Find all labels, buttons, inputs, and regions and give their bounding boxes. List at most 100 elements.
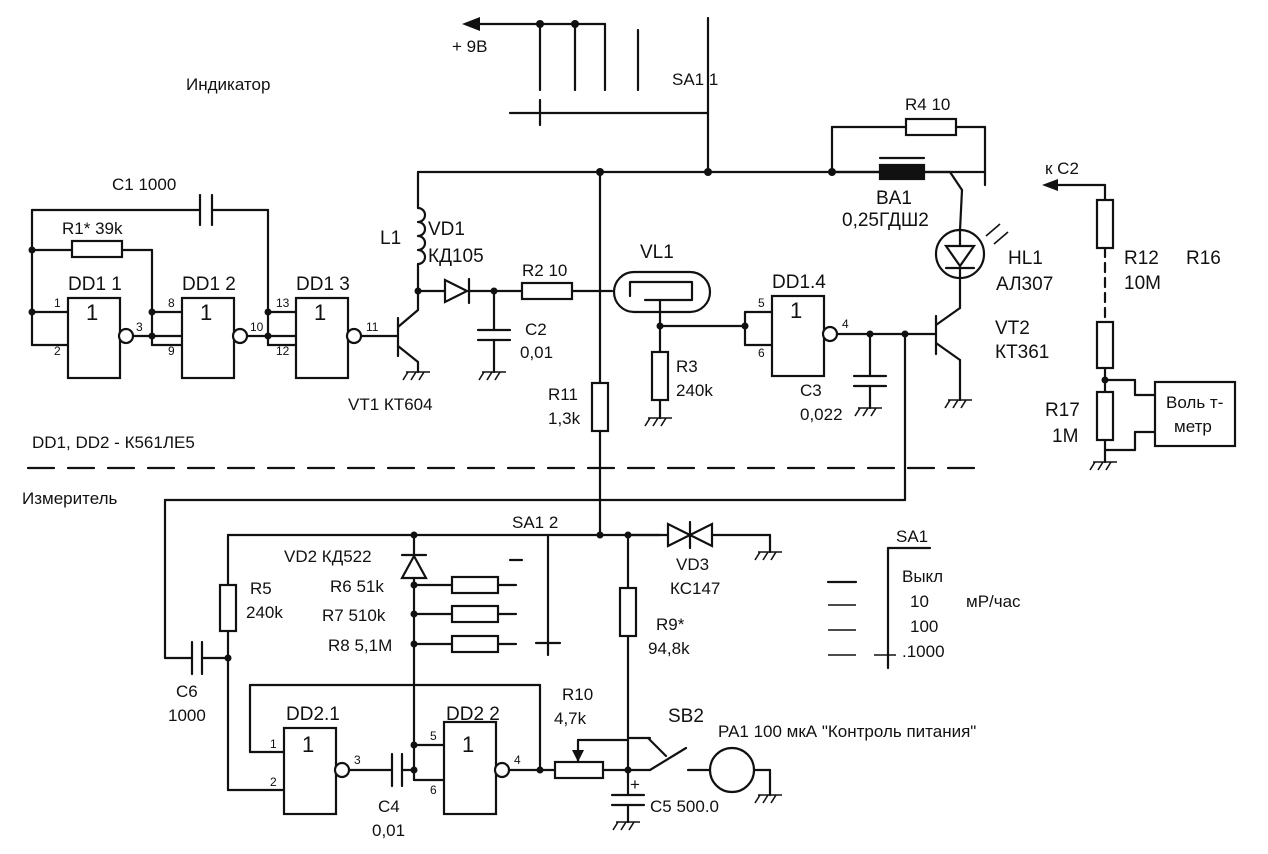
sa1-2-label: SA1 2 [512, 513, 558, 532]
dd1-3-gate-symbol: 1 [314, 300, 326, 325]
dd1-4-label: DD1.4 [772, 272, 826, 293]
vt1-label: VT1 КТ604 [348, 395, 433, 414]
vt1-converter [396, 170, 614, 381]
vd1-label: VD1 [428, 219, 465, 240]
dd1-3-label: DD1 3 [296, 274, 350, 295]
r12-value-label: 10M [1124, 273, 1161, 294]
dd1-1-label: DD1 1 [68, 274, 122, 295]
r1-label: R1* 39k [62, 219, 123, 238]
pin-label: 13 [276, 296, 290, 310]
pin-label: 6 [758, 346, 765, 360]
voltmeter-label-line1: Воль т- [1166, 393, 1223, 412]
sb2-label: SB2 [668, 706, 704, 727]
vl1-label: VL1 [640, 242, 674, 263]
pin-label: 10 [250, 320, 264, 334]
r17-label: R17 [1045, 400, 1080, 421]
c4-label: C4 [378, 797, 400, 816]
hl1-label: HL1 [1008, 248, 1043, 269]
dd1-4-driver [163, 276, 972, 502]
pin-label: 2 [54, 344, 61, 358]
c3-label: C3 [800, 381, 822, 400]
r3-value-label: 240k [676, 381, 713, 400]
vd3-type-label: КС147 [670, 579, 720, 598]
c6-label: C6 [176, 682, 198, 701]
sa1-100-label: 100 [910, 617, 938, 636]
pin-label: 2 [270, 775, 277, 789]
vd2-label: VD2 КД522 [284, 547, 372, 566]
c6-value-label: 1000 [168, 706, 206, 725]
pin-label: 6 [430, 783, 437, 797]
r8-label: R8 5,1M [328, 636, 392, 655]
c1-label: C1 1000 [112, 175, 176, 194]
pa1-label: PA1 100 мкА "Контроль питания" [718, 722, 976, 741]
plus-9v-label: + 9В [452, 37, 487, 56]
sa1-legend [826, 546, 932, 670]
pin-label: 1 [54, 296, 61, 310]
dd2-2-label: DD2 2 [446, 704, 500, 725]
r12-label: R12 [1124, 248, 1159, 269]
sound-light-output [830, 117, 1009, 280]
dd2-1-gate-symbol: 1 [302, 732, 314, 757]
c3-value-label: 0,022 [800, 405, 843, 424]
r6-label: R6 51k [330, 577, 384, 596]
dd1-4-gate-symbol: 1 [790, 298, 802, 323]
vt2-label: VT2 [995, 318, 1030, 339]
k-c2-label: к C2 [1045, 159, 1079, 178]
power-rail [416, 16, 987, 176]
r16-label: R16 [1186, 248, 1221, 269]
vt2-type-label: КТ361 [995, 342, 1049, 363]
r4-label: R4 10 [905, 95, 950, 114]
hl1-type-label: АЛ307 [996, 274, 1053, 295]
indicator-title: Индикатор [186, 75, 270, 94]
c2-value-label: 0,01 [520, 343, 553, 362]
sa1-1-label: SA1 1 [672, 70, 718, 89]
r7-label: R7 510k [322, 606, 386, 625]
r17-value-label: 1M [1052, 426, 1078, 447]
meter-title: Измеритель [22, 489, 118, 508]
l1-label: L1 [380, 228, 401, 249]
pin-label: 5 [430, 729, 437, 743]
r2-label: R2 10 [522, 261, 567, 280]
r3-label: R3 [676, 357, 698, 376]
pin-label: 5 [758, 296, 765, 310]
vl1-counter-section [590, 170, 747, 537]
sa1-10-label: 10 [910, 592, 929, 611]
ba1-type-label: 0,25ГДШ2 [842, 210, 929, 231]
r9-label: R9* [656, 615, 685, 634]
meter-section [163, 498, 782, 831]
voltmeter-label-line2: метр [1174, 417, 1212, 436]
c4-value-label: 0,01 [372, 821, 405, 840]
pin-label: 12 [276, 344, 290, 358]
divider-voltmeter [1042, 179, 1237, 471]
dd1-2-label: DD1 2 [182, 274, 236, 295]
r5-label: R5 [250, 579, 272, 598]
vd1-type-label: КД105 [428, 246, 484, 267]
pin-label: 4 [842, 317, 849, 331]
vd3-label: VD3 [676, 555, 709, 574]
c5-label: C5 500.0 [650, 797, 719, 816]
r10-label: R10 [562, 685, 593, 704]
ba1-label: BA1 [876, 188, 912, 209]
dd1-2-gate-symbol: 1 [200, 300, 212, 325]
dd2-1-label: DD2.1 [286, 704, 340, 725]
r11-value-label: 1,3k [548, 409, 581, 428]
sa1-1000-label: .1000 [902, 642, 945, 661]
pin-label: 3 [354, 753, 361, 767]
sa1-off-label: Выкл [902, 567, 943, 586]
r5-value-label: 240k [246, 603, 283, 622]
dd-type-note: DD1, DD2 - К561ЛЕ5 [32, 433, 195, 452]
pin-label: 1 [270, 737, 277, 751]
c2-label: C2 [525, 320, 547, 339]
dd1-1-gate-symbol: 1 [86, 300, 98, 325]
dd1-oscillator [28, 193, 400, 380]
r10-value-label: 4,7k [554, 709, 587, 728]
r11-label: R11 [548, 385, 578, 404]
pin-label: 3 [136, 320, 143, 334]
sa1-legend-title: SA1 [896, 527, 928, 546]
pin-label: 9 [168, 344, 175, 358]
r9-value-label: 94,8k [648, 639, 690, 658]
sa1-unit-label: мР/час [966, 592, 1021, 611]
dd2-2-gate-symbol: 1 [462, 732, 474, 757]
